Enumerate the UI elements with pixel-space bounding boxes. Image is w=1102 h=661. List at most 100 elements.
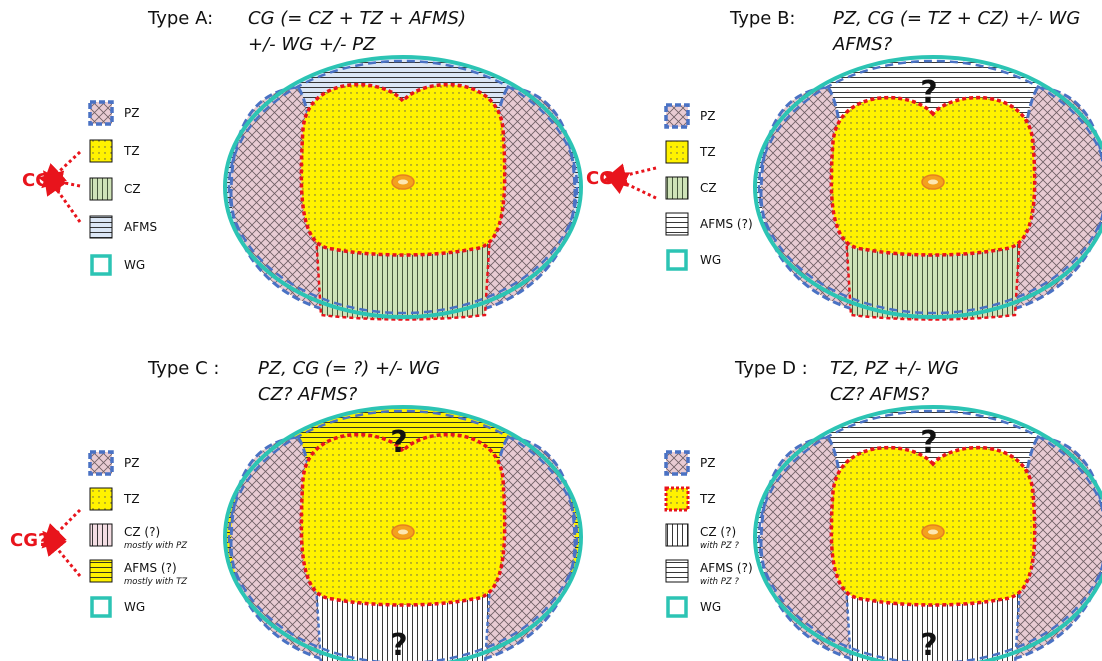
cz-swatch	[89, 523, 113, 547]
legend-label: PZ	[124, 106, 139, 120]
question-mark: ?	[920, 425, 937, 460]
pz-capsule	[757, 409, 1102, 661]
wg-outline	[753, 55, 1102, 319]
pz-capsule	[227, 409, 579, 661]
legend-item-afms: AFMS (?) with PZ ?	[665, 559, 753, 587]
panel-definition: PZ, CG (= TZ + CZ) +/- WG	[833, 8, 1080, 29]
afms-swatch	[665, 559, 689, 583]
legend-item-cz: CZ	[665, 176, 717, 200]
legend-label: CZ (?)	[124, 525, 160, 539]
gland: ??	[223, 405, 583, 661]
legend-label: AFMS (?)	[700, 217, 753, 231]
legend-item-tz: TZ	[664, 486, 716, 512]
legend-note: mostly with PZ	[124, 541, 187, 551]
legend-label: AFMS (?)	[700, 561, 753, 575]
cg-arrow	[602, 163, 657, 187]
gland: ?	[753, 55, 1102, 321]
pz-left-lobe	[229, 435, 354, 661]
legend-item-tz: TZ	[665, 140, 716, 164]
legend-item-pz: PZ	[88, 100, 139, 126]
panel-definition: TZ, PZ +/- WG	[830, 358, 959, 379]
legend-note: with PZ ?	[700, 577, 739, 587]
legend-label: PZ	[700, 109, 715, 123]
legend-item-cz: CZ	[89, 177, 141, 201]
afms-swatch	[665, 212, 689, 236]
pz-left-lobe	[229, 85, 359, 317]
legend-label: AFMS (?)	[124, 561, 177, 575]
wg-outline	[223, 405, 583, 661]
urethra-lumen	[928, 179, 938, 185]
panel-definition-line2: CZ? AFMS?	[830, 384, 930, 405]
panel-label: Type B:	[729, 8, 795, 29]
panel-label: Type D :	[734, 358, 808, 379]
legend-label: CZ	[700, 181, 717, 195]
legend-label: CZ	[124, 182, 141, 196]
legend-item-afms: AFMS (?)	[665, 212, 753, 236]
wg-swatch	[666, 249, 688, 271]
cg-label: CG	[586, 168, 614, 189]
legend-label: TZ	[699, 492, 716, 506]
cg-label: CG?	[10, 530, 48, 551]
panel-type-d: Type D : TZ, PZ +/- WG CZ? AFMS? PZ TZ CZ (?)…	[664, 358, 1102, 661]
legend-label: PZ	[124, 456, 139, 470]
pz-capsule	[757, 59, 1102, 315]
cz-swatch	[665, 523, 689, 547]
legend-label: WG	[700, 600, 721, 614]
panel-definition-line2: +/- WG +/- PZ	[248, 34, 376, 55]
question-mark: ?	[920, 628, 937, 661]
legend-item-wg: WG	[90, 596, 145, 618]
legend-label: TZ	[123, 492, 140, 506]
legend-label: AFMS	[124, 220, 157, 234]
legend-item-cz: CZ (?) mostly with PZ	[89, 523, 187, 551]
wg-swatch	[90, 254, 112, 276]
legend-item-cz: CZ (?) with PZ ?	[665, 523, 739, 551]
panel-definition-line2: CZ? AFMS?	[258, 384, 358, 405]
pz-swatch	[664, 103, 690, 129]
legend-item-pz: PZ	[664, 450, 715, 476]
legend-item-tz: TZ	[89, 487, 140, 511]
gland: ??	[753, 405, 1102, 661]
afms-swatch	[89, 559, 113, 583]
pz-swatch	[88, 100, 114, 126]
legend-note: mostly with TZ	[124, 577, 187, 587]
legend-label: WG	[124, 600, 145, 614]
pz-left-lobe	[759, 435, 884, 661]
pz-left-lobe	[759, 85, 889, 317]
panel-type-c: Type C : PZ, CG (= ?) +/- WG CZ? AFMS? PZ TZ…	[10, 358, 583, 661]
wg-swatch	[90, 596, 112, 618]
pz-swatch	[664, 450, 690, 476]
legend-label: WG	[124, 258, 145, 272]
tz-swatch	[664, 486, 690, 512]
legend-note: with PZ ?	[700, 541, 739, 551]
tz-swatch	[665, 140, 689, 164]
legend-item-afms: AFMS (?) mostly with TZ	[89, 559, 187, 587]
legend-label: TZ	[123, 144, 140, 158]
legend-label: WG	[700, 253, 721, 267]
pz-right-lobe	[977, 85, 1102, 317]
legend-item-pz: PZ	[88, 450, 139, 476]
cz-swatch	[665, 176, 689, 200]
cg-arrow	[603, 172, 657, 200]
cg-label: CG	[22, 170, 50, 191]
tz-region	[299, 82, 507, 257]
panel-definition: PZ, CG (= ?) +/- WG	[258, 358, 440, 379]
cg-arrow	[42, 530, 82, 577]
panel-definition-line2: AFMS?	[832, 34, 893, 55]
legend-label: PZ	[700, 456, 715, 470]
legend-label: CZ (?)	[700, 525, 736, 539]
legend-item-pz: PZ	[664, 103, 715, 129]
cg-arrow	[43, 170, 82, 223]
question-mark: ?	[390, 425, 407, 460]
legend-item-afms: AFMS	[89, 215, 157, 239]
tz-region	[299, 432, 507, 607]
pz-swatch	[88, 450, 114, 476]
cg-arrow	[41, 508, 82, 549]
legend-item-wg: WG	[90, 254, 145, 276]
legend-label: TZ	[699, 145, 716, 159]
pz-right-lobe	[452, 435, 577, 661]
panel-label: Type C :	[147, 358, 219, 379]
panel-label: Type A:	[147, 8, 213, 29]
urethra-lumen	[928, 529, 938, 535]
panel-type-a: Type A:CG (= CZ + TZ + AFMS)+/- WG +/- P…	[22, 8, 583, 321]
